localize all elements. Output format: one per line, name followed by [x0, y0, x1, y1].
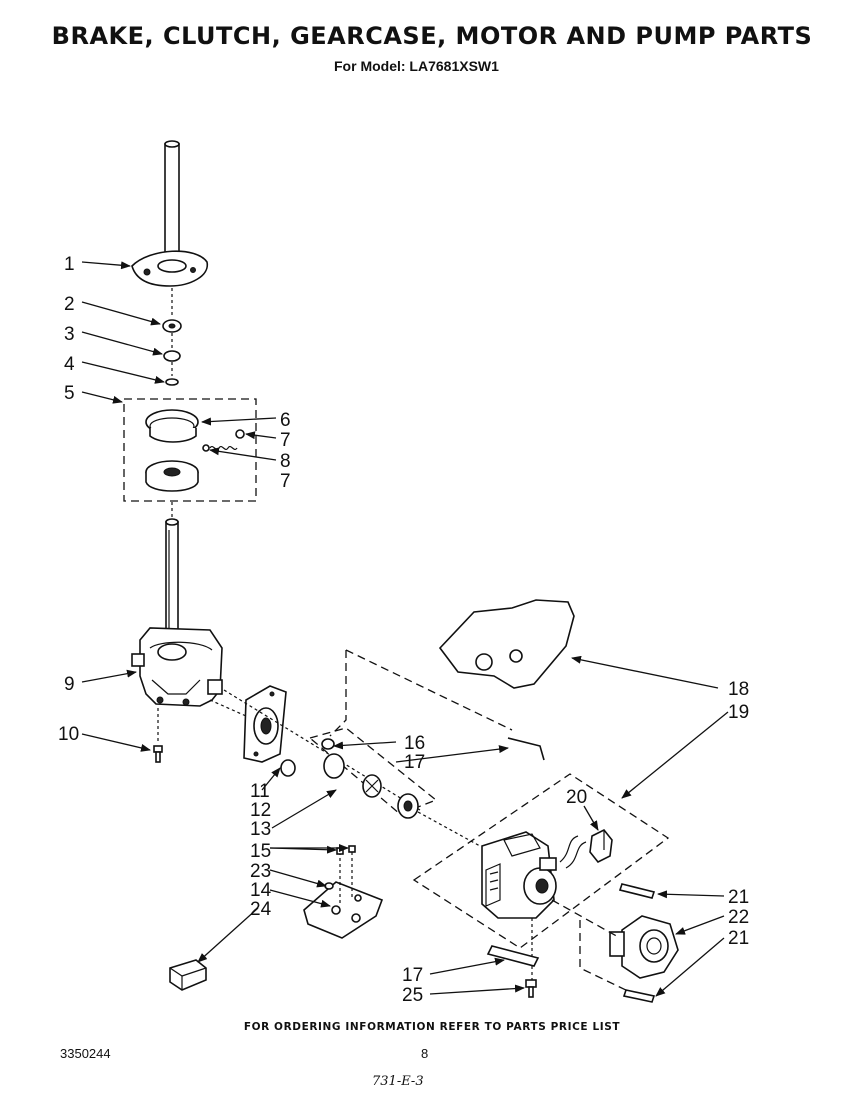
callout-9: 9 [64, 674, 75, 695]
callout-6: 6 [280, 410, 291, 431]
gearcase-shaft-drawing [165, 518, 179, 633]
callout-24: 24 [250, 899, 272, 920]
part-11-seal-plate [243, 685, 287, 763]
brake-shaft-drawing [164, 140, 180, 265]
part-21-clamp-upper [618, 883, 656, 899]
leader-lines [81, 261, 729, 997]
callout-22: 22 [728, 907, 749, 928]
part-12-coupling [280, 759, 296, 777]
callout-11: 11 [250, 781, 270, 802]
callout-labels: 1 2 3 4 5 6 7 8 7 9 10 11 12 13 15 23 14… [58, 254, 749, 1006]
callout-23: 23 [250, 861, 271, 882]
callout-2: 2 [64, 294, 75, 315]
part-2-nut [162, 319, 182, 333]
callout-17a: 17 [404, 752, 425, 773]
page-number: 8 [421, 1046, 429, 1061]
part-6-brake-band [145, 409, 199, 443]
callout-20: 20 [566, 787, 587, 808]
part-10-bolt [153, 745, 163, 763]
part-25-screw [525, 979, 537, 998]
page-title: BRAKE, CLUTCH, GEARCASE, MOTOR AND PUMP … [51, 22, 813, 50]
part-4-clip [165, 378, 179, 386]
callout-17b: 17 [402, 965, 423, 986]
motor-drawing [481, 831, 587, 919]
part-18-motor-shield [438, 599, 575, 689]
callout-12: 12 [250, 800, 271, 821]
model-line: For Model: LA7681XSW1 [334, 58, 499, 74]
callout-4: 4 [64, 354, 75, 375]
document-number: 3350244 [60, 1046, 111, 1061]
callout-8: 8 [280, 451, 291, 472]
callout-25: 25 [402, 985, 423, 1006]
part-16-fastener [321, 738, 335, 750]
part-8-spring [202, 429, 245, 452]
part-19-motor-outline [412, 773, 670, 949]
part-13-clutch-parts [323, 753, 419, 819]
callout-21b: 21 [728, 928, 749, 949]
callout-1: 1 [64, 254, 75, 275]
part-1-brake-bracket [131, 250, 208, 287]
part-9-gearcase [131, 627, 223, 707]
callout-15: 15 [250, 841, 271, 862]
part-7-brake-pad [145, 460, 199, 492]
callout-3: 3 [64, 324, 75, 345]
part-14-motor-bracket [303, 881, 384, 939]
callout-7a: 7 [280, 430, 291, 451]
callout-18: 18 [728, 679, 749, 700]
part-21-clamp-lower [622, 989, 656, 1003]
part-20-switch [589, 828, 613, 864]
callout-7b: 7 [280, 471, 291, 492]
callout-5: 5 [64, 383, 75, 404]
callout-14: 14 [250, 880, 272, 901]
callout-16: 16 [404, 733, 425, 754]
callout-21a: 21 [728, 887, 749, 908]
ordering-note: FOR ORDERING INFORMATION REFER TO PARTS … [243, 1021, 621, 1033]
callout-10: 10 [58, 724, 79, 745]
part-24-block [169, 959, 207, 991]
callout-19: 19 [728, 702, 749, 723]
part-17-wire [507, 737, 545, 761]
callout-13: 13 [250, 819, 271, 840]
part-17-strap [486, 945, 540, 967]
part-5-brake-kit-outline [123, 398, 257, 502]
part-3-washer [163, 350, 181, 362]
part-22-pump [609, 915, 679, 979]
handwritten-note: 731-E-3 [372, 1074, 424, 1089]
part-23-washer [324, 882, 334, 890]
